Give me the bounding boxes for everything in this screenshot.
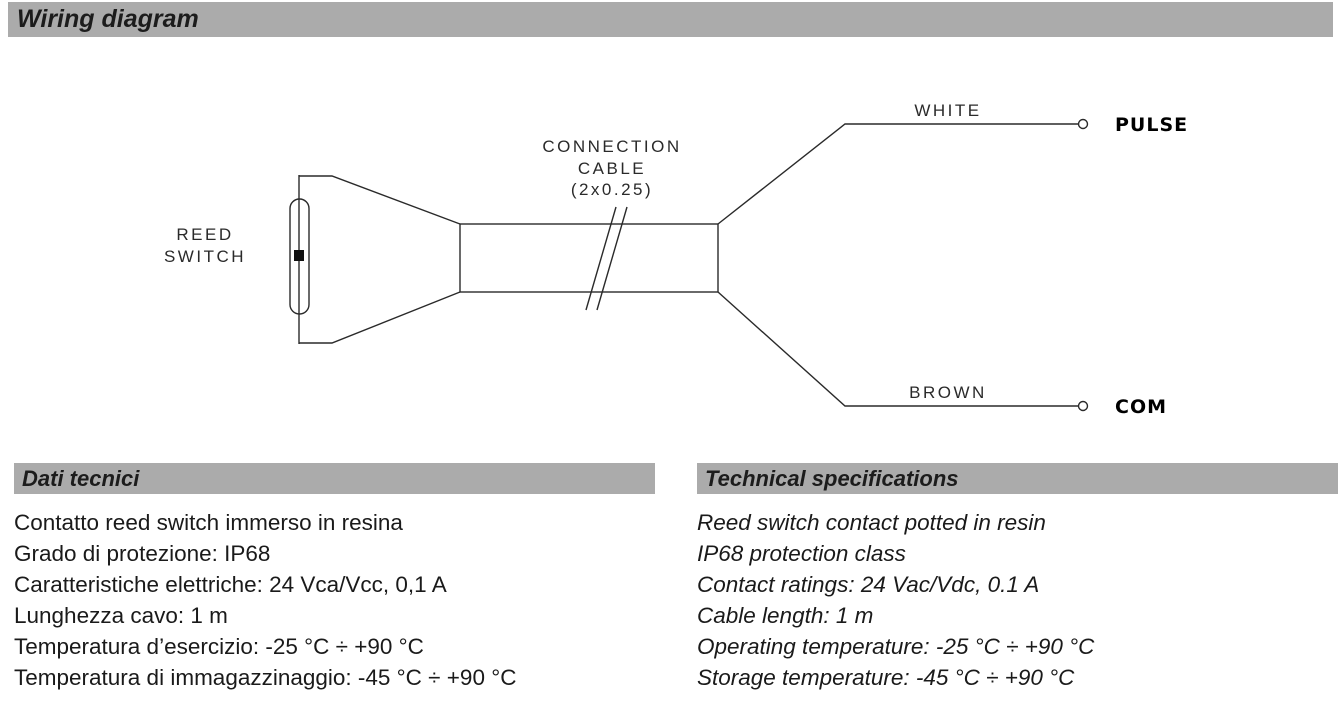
reed-switch-capsule <box>289 198 310 315</box>
spec-line: Reed switch contact potted in resin <box>697 510 1046 535</box>
technical-specifications-lines: Reed switch contact potted in resin IP68… <box>697 507 1338 693</box>
spec-line: Temperatura d’esercizio: -25 °C ÷ +90 °C <box>14 634 424 659</box>
technical-specifications-header: Technical specifications <box>705 465 959 491</box>
spec-line: Lunghezza cavo: 1 m <box>14 603 228 628</box>
spec-line: Grado di protezione: IP68 <box>14 541 271 566</box>
pulse-terminal-circle <box>1077 118 1089 130</box>
reed-switch-bottom-lead <box>299 291 461 344</box>
dati-tecnici-lines: Contatto reed switch immerso in resina G… <box>14 507 655 693</box>
spec-line: Operating temperature: -25 °C ÷ +90 °C <box>697 634 1095 659</box>
spec-line: Storage temperature: -45 °C ÷ +90 °C <box>697 665 1075 690</box>
page-title: Wiring diagram <box>17 5 199 33</box>
spec-line: IP68 protection class <box>697 541 906 566</box>
cable-break-mark-2 <box>596 206 628 311</box>
dati-tecnici-header-bar: Dati tecnici <box>14 463 655 494</box>
spec-line: Contact ratings: 24 Vac/Vdc, 0.1 A <box>697 572 1040 597</box>
cable-break-mark-1 <box>585 206 617 311</box>
page-title-bar: Wiring diagram <box>8 2 1333 37</box>
white-wire-label: WHITE <box>914 101 981 120</box>
white-wire <box>717 123 1078 225</box>
reed-switch-top-lead <box>299 175 461 225</box>
brown-wire <box>717 291 1078 407</box>
spec-line: Cable length: 1 m <box>697 603 874 628</box>
wiring-diagram: REED SWITCH CONNECTION CABLE (2x0.25) WH… <box>164 101 1188 418</box>
com-terminal-circle <box>1077 400 1089 412</box>
reed-switch-contact <box>294 250 304 261</box>
technical-specifications-section: Technical specifications Reed switch con… <box>697 463 1338 693</box>
spec-line: Caratteristiche elettriche: 24 Vca/Vcc, … <box>14 572 447 597</box>
spec-line: Temperatura di immagazzinaggio: -45 °C ÷… <box>14 665 517 690</box>
pulse-terminal-label: PULSE <box>1115 114 1188 136</box>
reed-switch-label-line1: REED <box>176 225 233 244</box>
cable-label-line3: (2x0.25) <box>571 180 653 199</box>
spec-line: Contatto reed switch immerso in resina <box>14 510 403 535</box>
dati-tecnici-section: Dati tecnici Contatto reed switch immers… <box>14 463 655 693</box>
specifications-section: Dati tecnici Contatto reed switch immers… <box>0 463 1340 693</box>
dati-tecnici-header: Dati tecnici <box>22 465 140 491</box>
cable-label-line1: CONNECTION <box>542 137 681 156</box>
connection-cable-box <box>459 223 719 293</box>
reed-switch-label-line2: SWITCH <box>164 247 246 266</box>
brown-wire-label: BROWN <box>909 383 987 402</box>
com-terminal-label: COM <box>1115 396 1167 418</box>
technical-specifications-header-bar: Technical specifications <box>697 463 1338 494</box>
cable-label-line2: CABLE <box>578 159 646 178</box>
